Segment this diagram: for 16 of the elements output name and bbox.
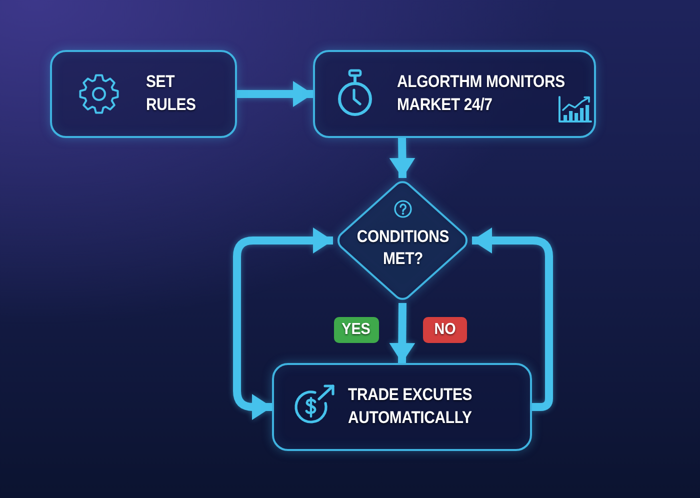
process-box — [313, 50, 596, 138]
flow-arrow — [233, 228, 333, 420]
process-box — [50, 50, 237, 138]
outcome-badge — [423, 317, 467, 343]
step-label: SET RULES — [146, 71, 196, 116]
answer-label: YES — [342, 321, 371, 339]
answer-label: NO — [434, 321, 456, 339]
step-label: TRADE EXCUTES AUTOMATICALLY — [348, 384, 473, 429]
flow-arrow — [389, 302, 416, 364]
flow-arrow — [472, 228, 553, 411]
flow-arrow — [237, 81, 313, 107]
decision-label: CONDITIONS MET? — [356, 226, 449, 270]
step-label: ALGORTHM MONITORS MARKET 24/7 — [397, 71, 566, 116]
process-box — [272, 363, 532, 451]
outcome-badge — [334, 317, 379, 343]
flow-arrow — [389, 138, 416, 178]
